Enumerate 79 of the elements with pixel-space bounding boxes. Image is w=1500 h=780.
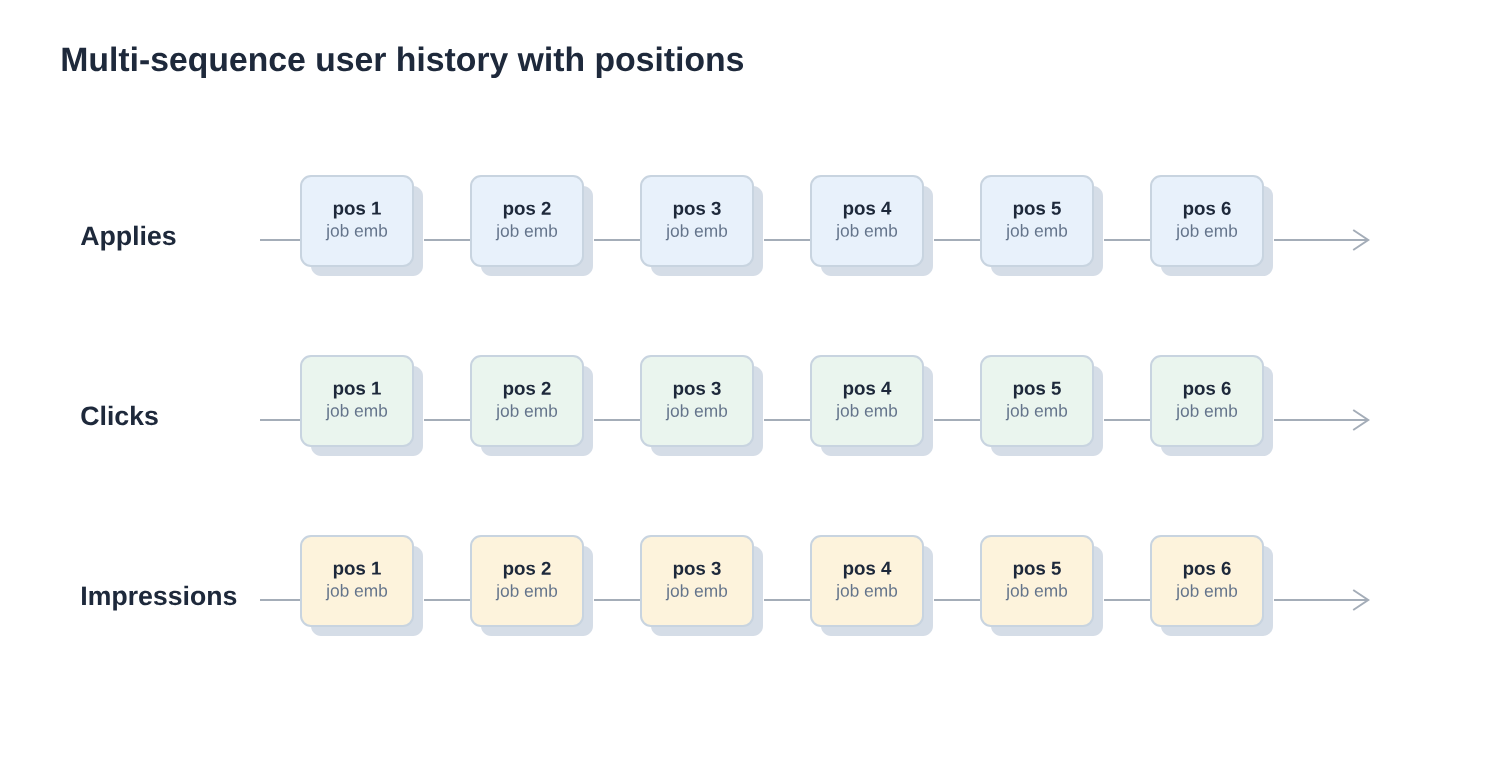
- position-box: [810, 535, 933, 636]
- position-label: pos 6: [1183, 201, 1231, 219]
- embedding-label: job emb: [1175, 404, 1238, 421]
- embedding-label: job emb: [325, 224, 388, 241]
- embedding-label: job emb: [665, 224, 728, 241]
- position-label: pos 2: [503, 381, 551, 399]
- connector-line: [423, 599, 471, 601]
- position-box: [1150, 355, 1273, 456]
- position-label: pos 4: [843, 561, 892, 579]
- embedding-label: job emb: [495, 404, 558, 421]
- position-label: pos 3: [673, 561, 721, 579]
- row-label: Impressions: [82, 585, 237, 611]
- position-label: pos 6: [1183, 561, 1231, 579]
- embedding-label: job emb: [495, 224, 558, 241]
- position-box: [640, 355, 763, 456]
- embedding-label: job emb: [1175, 584, 1238, 601]
- connector-line: [593, 599, 641, 601]
- position-box: [980, 535, 1103, 636]
- position-box: [810, 175, 933, 276]
- position-box: [470, 175, 593, 276]
- position-label: pos 5: [1013, 561, 1061, 579]
- embedding-label: job emb: [835, 584, 898, 601]
- connector-line: [1103, 239, 1151, 241]
- position-label: pos 4: [843, 201, 892, 219]
- position-label: pos 2: [503, 561, 551, 579]
- arrow: [1273, 589, 1370, 611]
- position-box: [300, 355, 423, 456]
- connector-line: [259, 599, 301, 601]
- connector-line: [763, 239, 811, 241]
- position-label: pos 3: [673, 201, 721, 219]
- position-box: [470, 535, 593, 636]
- embedding-label: job emb: [495, 584, 558, 601]
- position-box: [980, 355, 1103, 456]
- connector-line: [593, 239, 641, 241]
- position-label: pos 1: [333, 561, 381, 579]
- embedding-label: job emb: [1175, 224, 1238, 241]
- connector-line: [259, 239, 301, 241]
- connector-line: [593, 419, 641, 421]
- connector-line: [423, 419, 471, 421]
- position-label: pos 2: [503, 201, 551, 219]
- embedding-label: job emb: [835, 224, 898, 241]
- embedding-label: job emb: [325, 584, 388, 601]
- title: Multi-sequence user history with positions: [62, 46, 744, 78]
- position-box: [640, 535, 763, 636]
- position-box: [980, 175, 1103, 276]
- arrow: [1273, 229, 1370, 251]
- arrow: [1273, 409, 1370, 431]
- connector-line: [933, 419, 981, 421]
- connector-line: [423, 239, 471, 241]
- position-label: pos 6: [1183, 381, 1231, 399]
- position-label: pos 4: [843, 381, 892, 399]
- embedding-label: job emb: [665, 404, 728, 421]
- position-box: [300, 535, 423, 636]
- connector-line: [933, 239, 981, 241]
- connector-line: [1103, 599, 1151, 601]
- embedding-label: job emb: [325, 404, 388, 421]
- embedding-label: job emb: [1005, 224, 1068, 241]
- position-box: [640, 175, 763, 276]
- position-label: pos 5: [1013, 201, 1061, 219]
- position-label: pos 3: [673, 381, 721, 399]
- connector-line: [763, 419, 811, 421]
- embedding-label: job emb: [1005, 404, 1068, 421]
- embedding-label: job emb: [1005, 584, 1068, 601]
- connector-line: [259, 419, 301, 421]
- embedding-label: job emb: [665, 584, 728, 601]
- connector-line: [763, 599, 811, 601]
- connector-line: [933, 599, 981, 601]
- position-label: pos 1: [333, 381, 381, 399]
- position-label: pos 1: [333, 201, 381, 219]
- position-box: [810, 355, 933, 456]
- position-box: [470, 355, 593, 456]
- position-box: [1150, 535, 1273, 636]
- connector-line: [1103, 419, 1151, 421]
- position-box: [300, 175, 423, 276]
- position-box: [1150, 175, 1273, 276]
- position-label: pos 5: [1013, 381, 1061, 399]
- row-label: Applies: [80, 225, 176, 251]
- row-label: Clicks: [81, 405, 158, 426]
- embedding-label: job emb: [835, 404, 898, 421]
